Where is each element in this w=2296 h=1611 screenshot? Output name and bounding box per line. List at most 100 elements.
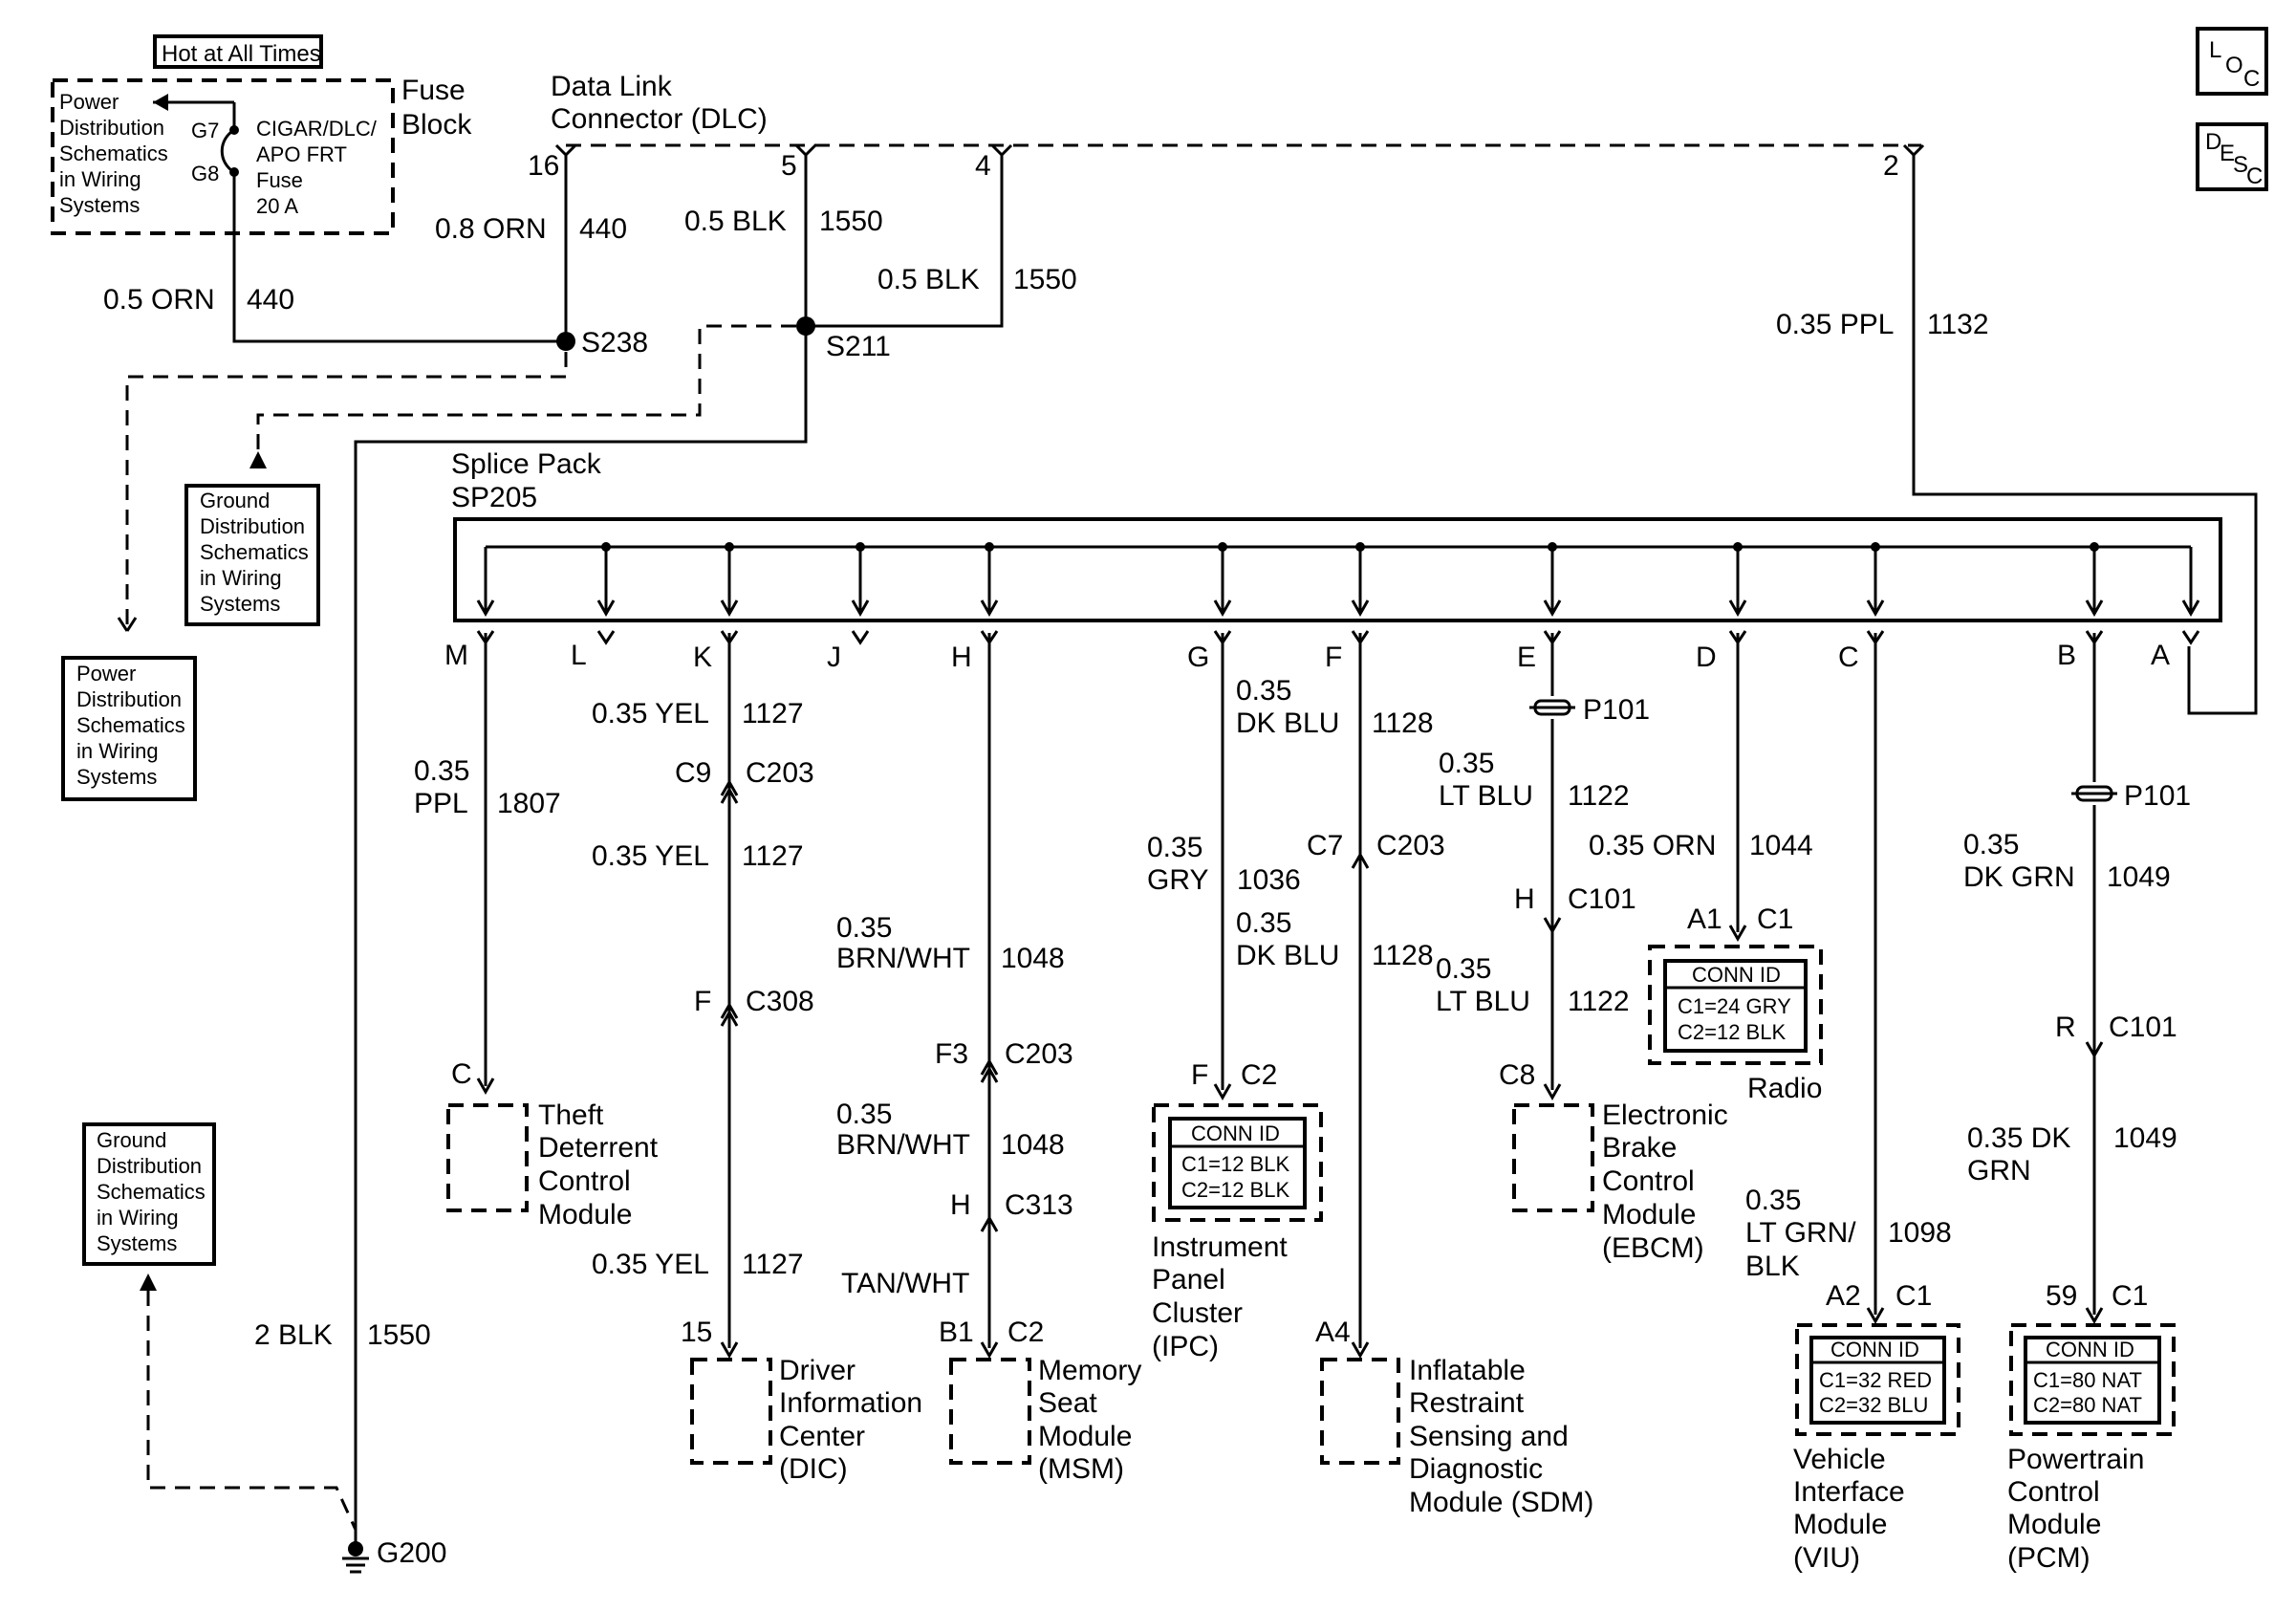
loc-button[interactable]: L O C <box>2196 27 2268 96</box>
wire-1807-size-2: PPL <box>414 788 468 819</box>
ground-ref2-text-1: Ground <box>97 1128 166 1152</box>
sp-arrow-l <box>596 599 616 618</box>
power-ref-box <box>61 656 197 801</box>
wire-1048-num-1: 1048 <box>1001 943 1065 974</box>
dic-name-4: (DIC) <box>779 1453 848 1485</box>
ipc-terminal <box>1213 1083 1232 1101</box>
wire-1044-size: 0.35 ORN <box>1589 830 1716 861</box>
desc-button-frame[interactable] <box>2196 122 2268 191</box>
conn-c203-h-label: C203 <box>1005 1038 1073 1070</box>
splice-pack-bus-ends <box>484 547 2193 612</box>
power-ref-text-2: Distribution <box>76 687 182 711</box>
sp-terminal-j <box>851 630 870 645</box>
desc-letter-1: D <box>2205 129 2221 155</box>
conn-c313-symbol <box>980 1214 999 1232</box>
ipc-conn-id-c1: C1=12 BLK <box>1181 1152 1289 1176</box>
sp-pin-k: K <box>693 642 712 673</box>
radio-conn-id-title: CONN ID <box>1692 963 1781 987</box>
loc-letter-1: L <box>2209 37 2221 63</box>
loc-letter-3: C <box>2243 66 2260 92</box>
dlc-pin-5: 5 <box>781 150 797 182</box>
ground-ref2-text-3: Schematics <box>97 1180 206 1204</box>
ground-ref-dashed-link <box>256 324 796 459</box>
ground-g200-node <box>348 1541 363 1557</box>
fuse-name-1: CIGAR/DLC/ <box>256 117 378 141</box>
sp-arrow-d <box>1728 599 1747 618</box>
loc-button-frame[interactable] <box>2196 27 2268 96</box>
msm-outline <box>949 1358 1031 1465</box>
splice-pack-drops <box>476 542 2200 645</box>
ground-ref-box <box>184 484 320 626</box>
radio-conn: C1 <box>1757 903 1793 935</box>
radio-terminal <box>1728 925 1747 943</box>
conn-c101-b-pin: R <box>2055 1012 2076 1043</box>
pcm-name-4: (PCM) <box>2007 1542 2090 1574</box>
wire-1127-size-1: 0.35 YEL <box>592 698 709 729</box>
pcm-name-1: Powertrain <box>2007 1444 2144 1475</box>
sdm-name-5: Module (SDM) <box>1409 1487 1593 1518</box>
sp-pin-b: B <box>2057 640 2076 671</box>
desc-button[interactable]: D E S C <box>2196 122 2268 191</box>
ground-ref2-text-4: in Wiring <box>97 1206 179 1230</box>
pcm-terminal <box>2085 1307 2104 1325</box>
branch-g-ipc: 0.35 GRY 1036 F C2 CONN ID C1=12 BLK C2=… <box>1147 633 1323 1362</box>
wire-1550-num-pin5: 1550 <box>819 206 883 237</box>
wire-1132-num: 1132 <box>1927 309 1989 340</box>
tdcm-pin: C <box>451 1058 472 1090</box>
viu-conn-id-title: CONN ID <box>1830 1338 1919 1361</box>
wire-1036-size-1: 0.35 <box>1147 832 1202 863</box>
viu-name-4: (VIU) <box>1793 1542 1860 1574</box>
fuse-block-title-2: Block <box>401 109 472 141</box>
wire-1132-size: 0.35 PPL <box>1776 309 1894 340</box>
sp-arrow-m <box>476 599 495 618</box>
wire-1128-num-2: 1128 <box>1372 940 1434 971</box>
wire-440-num-upper: 440 <box>579 213 627 245</box>
pcm-name-2: Control <box>2007 1476 2100 1508</box>
wire-1098-num: 1098 <box>1888 1217 1952 1249</box>
fuse-block-title-1: Fuse <box>401 75 466 106</box>
sp-pin-a: A <box>2151 640 2170 671</box>
conn-c9-label: C9 <box>675 757 711 789</box>
wire-1550-size-pin5: 0.5 BLK <box>684 206 787 237</box>
wire-1049-num-1: 1049 <box>2107 861 2171 893</box>
sp-arrow-f <box>1351 599 1370 618</box>
pcm-outline <box>2009 1323 2176 1436</box>
fuse-pin-g8: G8 <box>191 162 219 185</box>
sdm-name-3: Sensing and <box>1409 1421 1569 1452</box>
ground-ref2-dashed-link <box>146 1291 357 1531</box>
ground-ref-box-2 <box>82 1122 216 1266</box>
splice-pack-sp205: Splice Pack SP205 <box>451 448 2222 645</box>
ipc-conn-id-box <box>1168 1117 1307 1209</box>
sp-pin-g: G <box>1187 642 1209 673</box>
wire-1550-size-pin4: 0.5 BLK <box>877 264 980 295</box>
splice-pack-outline <box>453 517 2222 622</box>
wire-1049-size-1b: DK GRN <box>1963 861 2075 893</box>
viu-conn-id-c2: C2=32 BLU <box>1819 1393 1928 1417</box>
conn-c203-k-symbol <box>720 778 739 804</box>
splice-s238 <box>556 332 575 351</box>
power-ref-text-1: Power <box>76 662 136 686</box>
conn-c308-pin: F <box>694 986 711 1017</box>
splice-s238-label: S238 <box>581 327 648 359</box>
ipc-pin: F <box>1191 1059 1208 1091</box>
wire-1128-size-2a: 0.35 <box>1236 907 1291 939</box>
dic-pin: 15 <box>681 1317 712 1348</box>
desc-letter-4: C <box>2246 163 2263 189</box>
conn-c203-f-symbol <box>1351 851 1370 869</box>
wire-1036-num: 1036 <box>1237 864 1301 896</box>
ground-ref-box-upper: Ground Distribution Schematics in Wiring… <box>184 484 320 626</box>
ground-ref-text-2: Distribution <box>200 514 305 538</box>
wire-1127-size-3: 0.35 YEL <box>592 1249 709 1280</box>
tdcm-name-4: Module <box>538 1199 632 1230</box>
sp-pin-e: E <box>1517 642 1536 673</box>
conn-c313-pin: H <box>950 1189 971 1221</box>
msm-terminal <box>980 1341 999 1360</box>
wire-1128-size-2b: DK BLU <box>1236 940 1339 971</box>
ground-ref2-text-5: Systems <box>97 1231 177 1255</box>
fuse-ref-line-4: in Wiring <box>59 167 141 191</box>
power-ref-arrowhead <box>153 94 168 111</box>
dlc-title-2: Connector (DLC) <box>551 103 768 135</box>
wire-1128-num-1: 1128 <box>1372 708 1434 739</box>
wire-1049-num-2: 1049 <box>2113 1122 2177 1154</box>
msm-conn: C2 <box>1007 1317 1044 1348</box>
